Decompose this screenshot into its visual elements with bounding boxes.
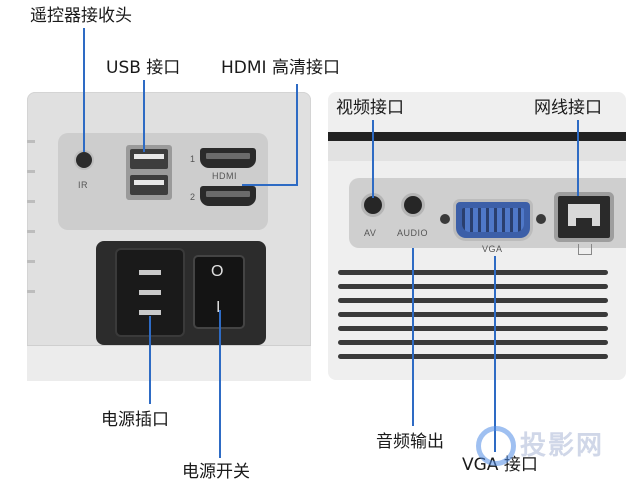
right-top-shade <box>328 141 626 161</box>
hdmi-port-2[interactable] <box>200 186 256 206</box>
label-power-switch: 电源开关 <box>182 462 250 482</box>
right-top-dark-band <box>328 132 626 141</box>
watermark-logo-icon <box>476 426 516 466</box>
label-power-socket: 电源插口 <box>101 410 169 430</box>
ir-text: IR <box>78 180 88 190</box>
hdmi-1-text: 1 <box>190 154 196 164</box>
switch-on-mark: O <box>211 263 224 280</box>
power-socket-callout-line <box>149 316 151 404</box>
label-network-port: 网线接口 <box>534 98 602 118</box>
av-port[interactable] <box>364 196 382 214</box>
vga-text: VGA <box>482 244 503 254</box>
power-switch-callout-line <box>219 310 221 458</box>
label-usb-port: USB 接口 <box>106 58 181 78</box>
hdmi-text: HDMI <box>212 171 237 181</box>
label-video-port: 视频接口 <box>336 98 404 118</box>
audio-text: AUDIO <box>397 228 429 238</box>
usb-port-2[interactable] <box>130 175 168 195</box>
label-hdmi-port: HDMI 高清接口 <box>221 58 340 78</box>
usb-callout-line <box>143 80 145 152</box>
hdmi-callout-line-v <box>296 84 298 186</box>
usb-port-1[interactable] <box>130 149 168 169</box>
network-callout-line <box>577 120 579 196</box>
hdmi-port-1[interactable] <box>200 148 256 168</box>
watermark-text: 投影网 <box>520 431 605 461</box>
network-icon <box>578 244 592 255</box>
hdmi-callout-line-h <box>242 184 298 186</box>
switch-off-mark: I <box>216 299 221 316</box>
vent-grille <box>328 266 626 366</box>
ir-callout-line <box>83 28 85 152</box>
hdmi-2-text: 2 <box>190 192 196 202</box>
ir-receiver <box>76 152 92 168</box>
av-text: AV <box>364 228 377 238</box>
video-callout-line <box>372 120 374 198</box>
left-side-vents <box>27 140 37 320</box>
label-ir-receiver: 遥控器接收头 <box>30 6 132 26</box>
network-port[interactable] <box>558 196 610 238</box>
vga-callout-line <box>494 256 496 452</box>
vga-port[interactable] <box>440 202 546 238</box>
audio-port[interactable] <box>404 196 422 214</box>
audio-callout-line <box>412 248 414 426</box>
left-device-ledge <box>27 345 311 381</box>
label-audio-output: 音频输出 <box>376 432 444 452</box>
